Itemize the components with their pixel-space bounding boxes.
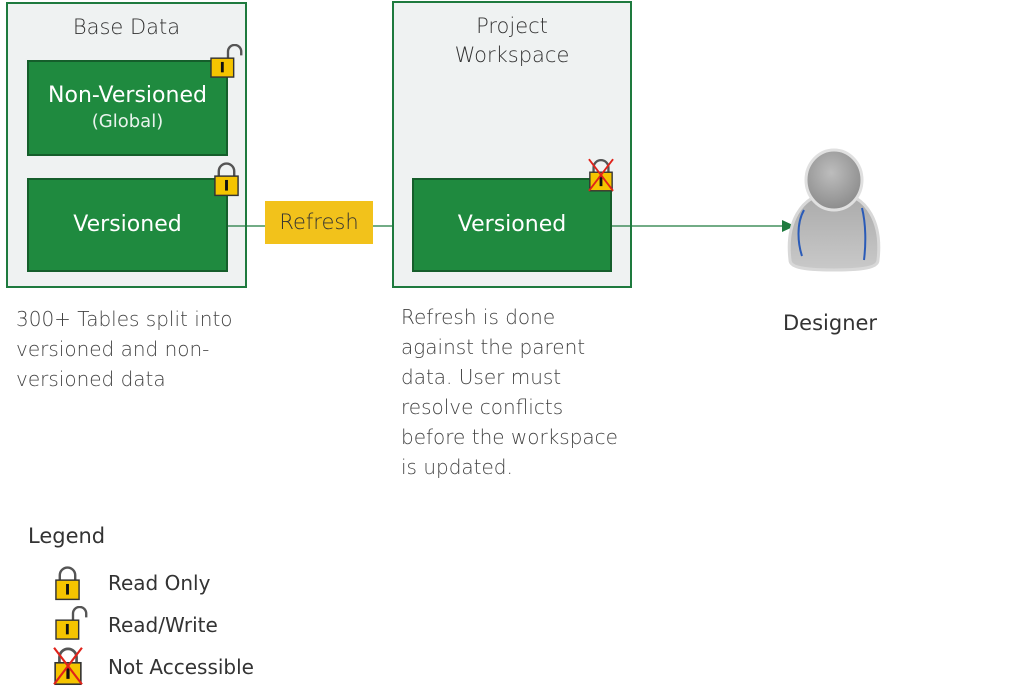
base-caption-line: versioned and non- (16, 337, 210, 361)
workspace-caption-line: Refresh is done (401, 305, 556, 329)
workspace-versioned-box: Versioned (412, 178, 612, 272)
lock-open-icon (54, 606, 92, 640)
lock-closed-icon (54, 565, 81, 601)
base-versioned-label: Versioned (73, 212, 182, 237)
workspace-caption-line: against the parent (401, 335, 586, 359)
lock-crossed-icon (588, 158, 614, 192)
workspace-caption-line: data. User must (401, 365, 562, 389)
nonversioned-sublabel: (Global) (91, 111, 164, 132)
workspace-caption-line: before the workspace (401, 425, 618, 449)
workspace-title: Project Workspace (394, 12, 630, 70)
base-data-title: Base Data (72, 15, 181, 39)
lock-closed-icon (213, 161, 240, 197)
legend-label-read-only: Read Only (108, 571, 211, 595)
nonversioned-box: Non-Versioned (Global) (27, 60, 228, 156)
base-caption-line: versioned data (16, 367, 166, 391)
refresh-label: Refresh (265, 201, 373, 244)
workspace-caption: Refresh is done against the parent data.… (401, 302, 641, 482)
base-versioned-box: Versioned (27, 178, 228, 272)
workspace-caption-line: is updated. (401, 455, 513, 479)
person-icon (787, 148, 881, 272)
legend-label-not-accessible: Not Accessible (108, 655, 254, 679)
base-caption: 300+ Tables split into versioned and non… (16, 304, 256, 394)
workspace-title-line: Project (476, 14, 548, 38)
lock-open-icon (209, 44, 247, 78)
lock-crossed-icon (53, 646, 83, 686)
nonversioned-label: Non-Versioned (48, 83, 207, 108)
designer-label: Designer (783, 311, 878, 335)
base-caption-line: 300+ Tables split into (16, 307, 233, 331)
legend-title: Legend (28, 524, 106, 548)
workspace-title-line: Workspace (454, 43, 570, 67)
workspace-caption-line: resolve conflicts (401, 395, 564, 419)
legend-label-read-write: Read/Write (108, 613, 218, 637)
workspace-versioned-label: Versioned (457, 212, 567, 237)
designer-connector (612, 220, 795, 232)
